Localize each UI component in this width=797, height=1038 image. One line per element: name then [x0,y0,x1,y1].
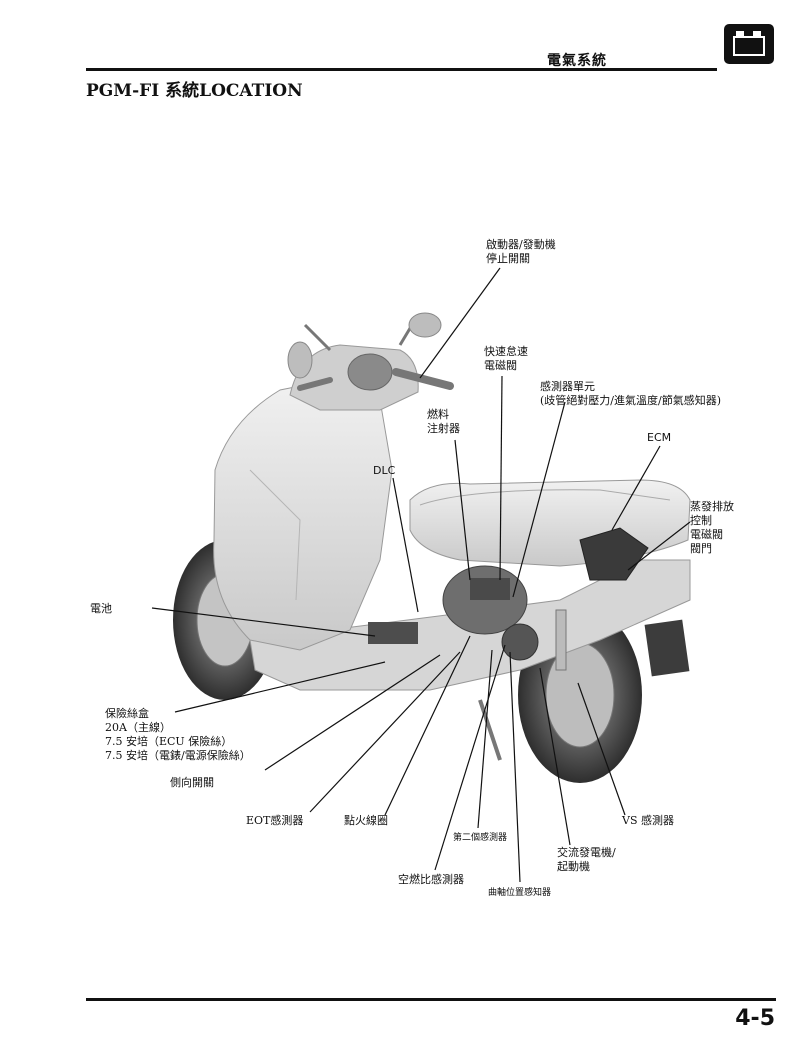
ckp-sensor-label: 曲軸位置感知器 [488,888,552,898]
leader-lines [151,267,691,883]
scooter-illustration [173,312,691,783]
second-sensor-label: 第二個感測器 [453,833,508,843]
header-rule [86,68,717,71]
af-sensor-label: 空燃比感測器 [398,873,464,886]
fuel-injector-label: 燃料 注射器 [427,408,460,435]
acg-starter-label: 交流發電機/ 起動機 [557,846,616,873]
sensor-unit-label: 感測器單元 (歧管絕對壓力/進氣溫度/節氣感知器) [540,380,721,407]
fuse-box-label: 保險絲盒 20A（主線） 7.5 安培（ECU 保險絲） 7.5 安培（電錶/電… [105,707,251,762]
evap-solenoid-label: 蒸發排放 控制 電磁閥 閥門 [690,500,734,555]
battery-icon [724,24,774,64]
fast-idle-solenoid-label: 快速怠速 電磁閥 [484,345,528,372]
eot-sensor-label: EOT感測器 [246,814,304,827]
ecm-label: ECM [647,431,672,444]
page-heading: PGM-FI 系統LOCATION [86,81,303,101]
section-title: 電氣系統 [547,53,607,69]
page-number: 4-5 [735,1006,775,1031]
footer-rule [86,998,776,1001]
dlc-label: DLC [373,464,396,477]
start-stop-switch-label: 啟動器/發動機 停止開關 [486,238,556,265]
side-stand-switch-label: 側向開關 [170,776,214,789]
ignition-coil-label: 點火線圈 [344,814,388,827]
battery-label: 電池 [90,602,112,615]
vs-sensor-label: VS 感測器 [622,814,674,827]
